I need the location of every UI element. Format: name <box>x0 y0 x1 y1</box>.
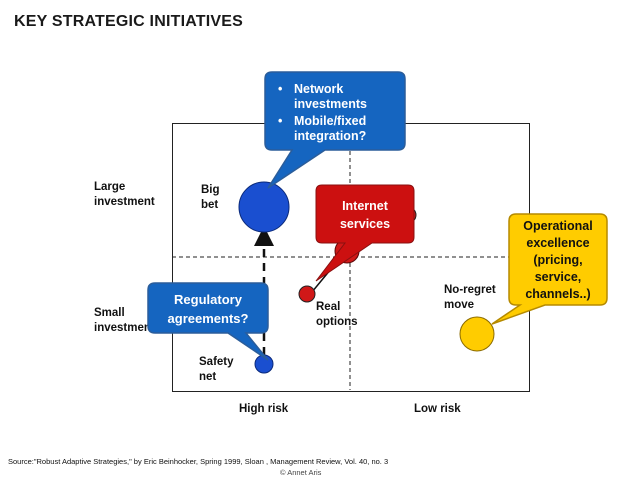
network-line-4: integration? <box>294 129 366 143</box>
no-regret-circle <box>459 316 495 352</box>
big-bet-label: Big bet <box>201 184 220 211</box>
network-line-3: Mobile/fixed <box>294 114 366 128</box>
operational-line-5: channels..) <box>525 287 590 301</box>
operational-callout-shape <box>491 213 608 325</box>
operational-line-1: Operational <box>523 219 592 233</box>
internet-callout: Internet services <box>315 184 415 282</box>
page-title: KEY STRATEGIC INITIATIVES <box>14 13 244 30</box>
regulatory-callout: Regulatory agreements? <box>147 282 269 361</box>
large-investment-label: Large investment <box>94 181 155 208</box>
safety-net-label: Safety net <box>199 356 234 383</box>
network-bullet-1: • <box>278 82 282 96</box>
big-bet-circle <box>238 181 290 233</box>
source-note: Source:"Robust Adaptive Strategies," by … <box>8 457 389 466</box>
regulatory-callout-shape <box>147 282 269 361</box>
real-options-label: Real options <box>316 301 358 328</box>
small-investment-label: Small investment <box>94 307 155 334</box>
operational-line-2: excellence <box>526 236 589 250</box>
operational-line-4: service, <box>535 270 582 284</box>
internet-line-1: Internet <box>342 199 389 213</box>
network-bullet-2: • <box>278 114 282 128</box>
internet-line-2: services <box>340 217 390 231</box>
operational-callout: Operational excellence (pricing, service… <box>491 213 608 325</box>
no-regret-move-label: No-regret move <box>444 284 496 311</box>
low-risk-label: Low risk <box>414 403 461 415</box>
real-options-circle <box>298 285 316 303</box>
regulatory-line-2: agreements? <box>168 311 249 326</box>
copyright-note: © Annet Aris <box>280 468 322 477</box>
network-callout: • Network investments • Mobile/fixed int… <box>264 71 406 189</box>
network-line-2: investments <box>294 97 367 111</box>
internet-callout-shape <box>315 184 415 282</box>
network-line-1: Network <box>294 82 343 96</box>
high-risk-label: High risk <box>239 403 289 415</box>
operational-line-3: (pricing, <box>533 253 582 267</box>
regulatory-line-1: Regulatory <box>174 292 243 307</box>
network-callout-shape <box>264 71 406 189</box>
